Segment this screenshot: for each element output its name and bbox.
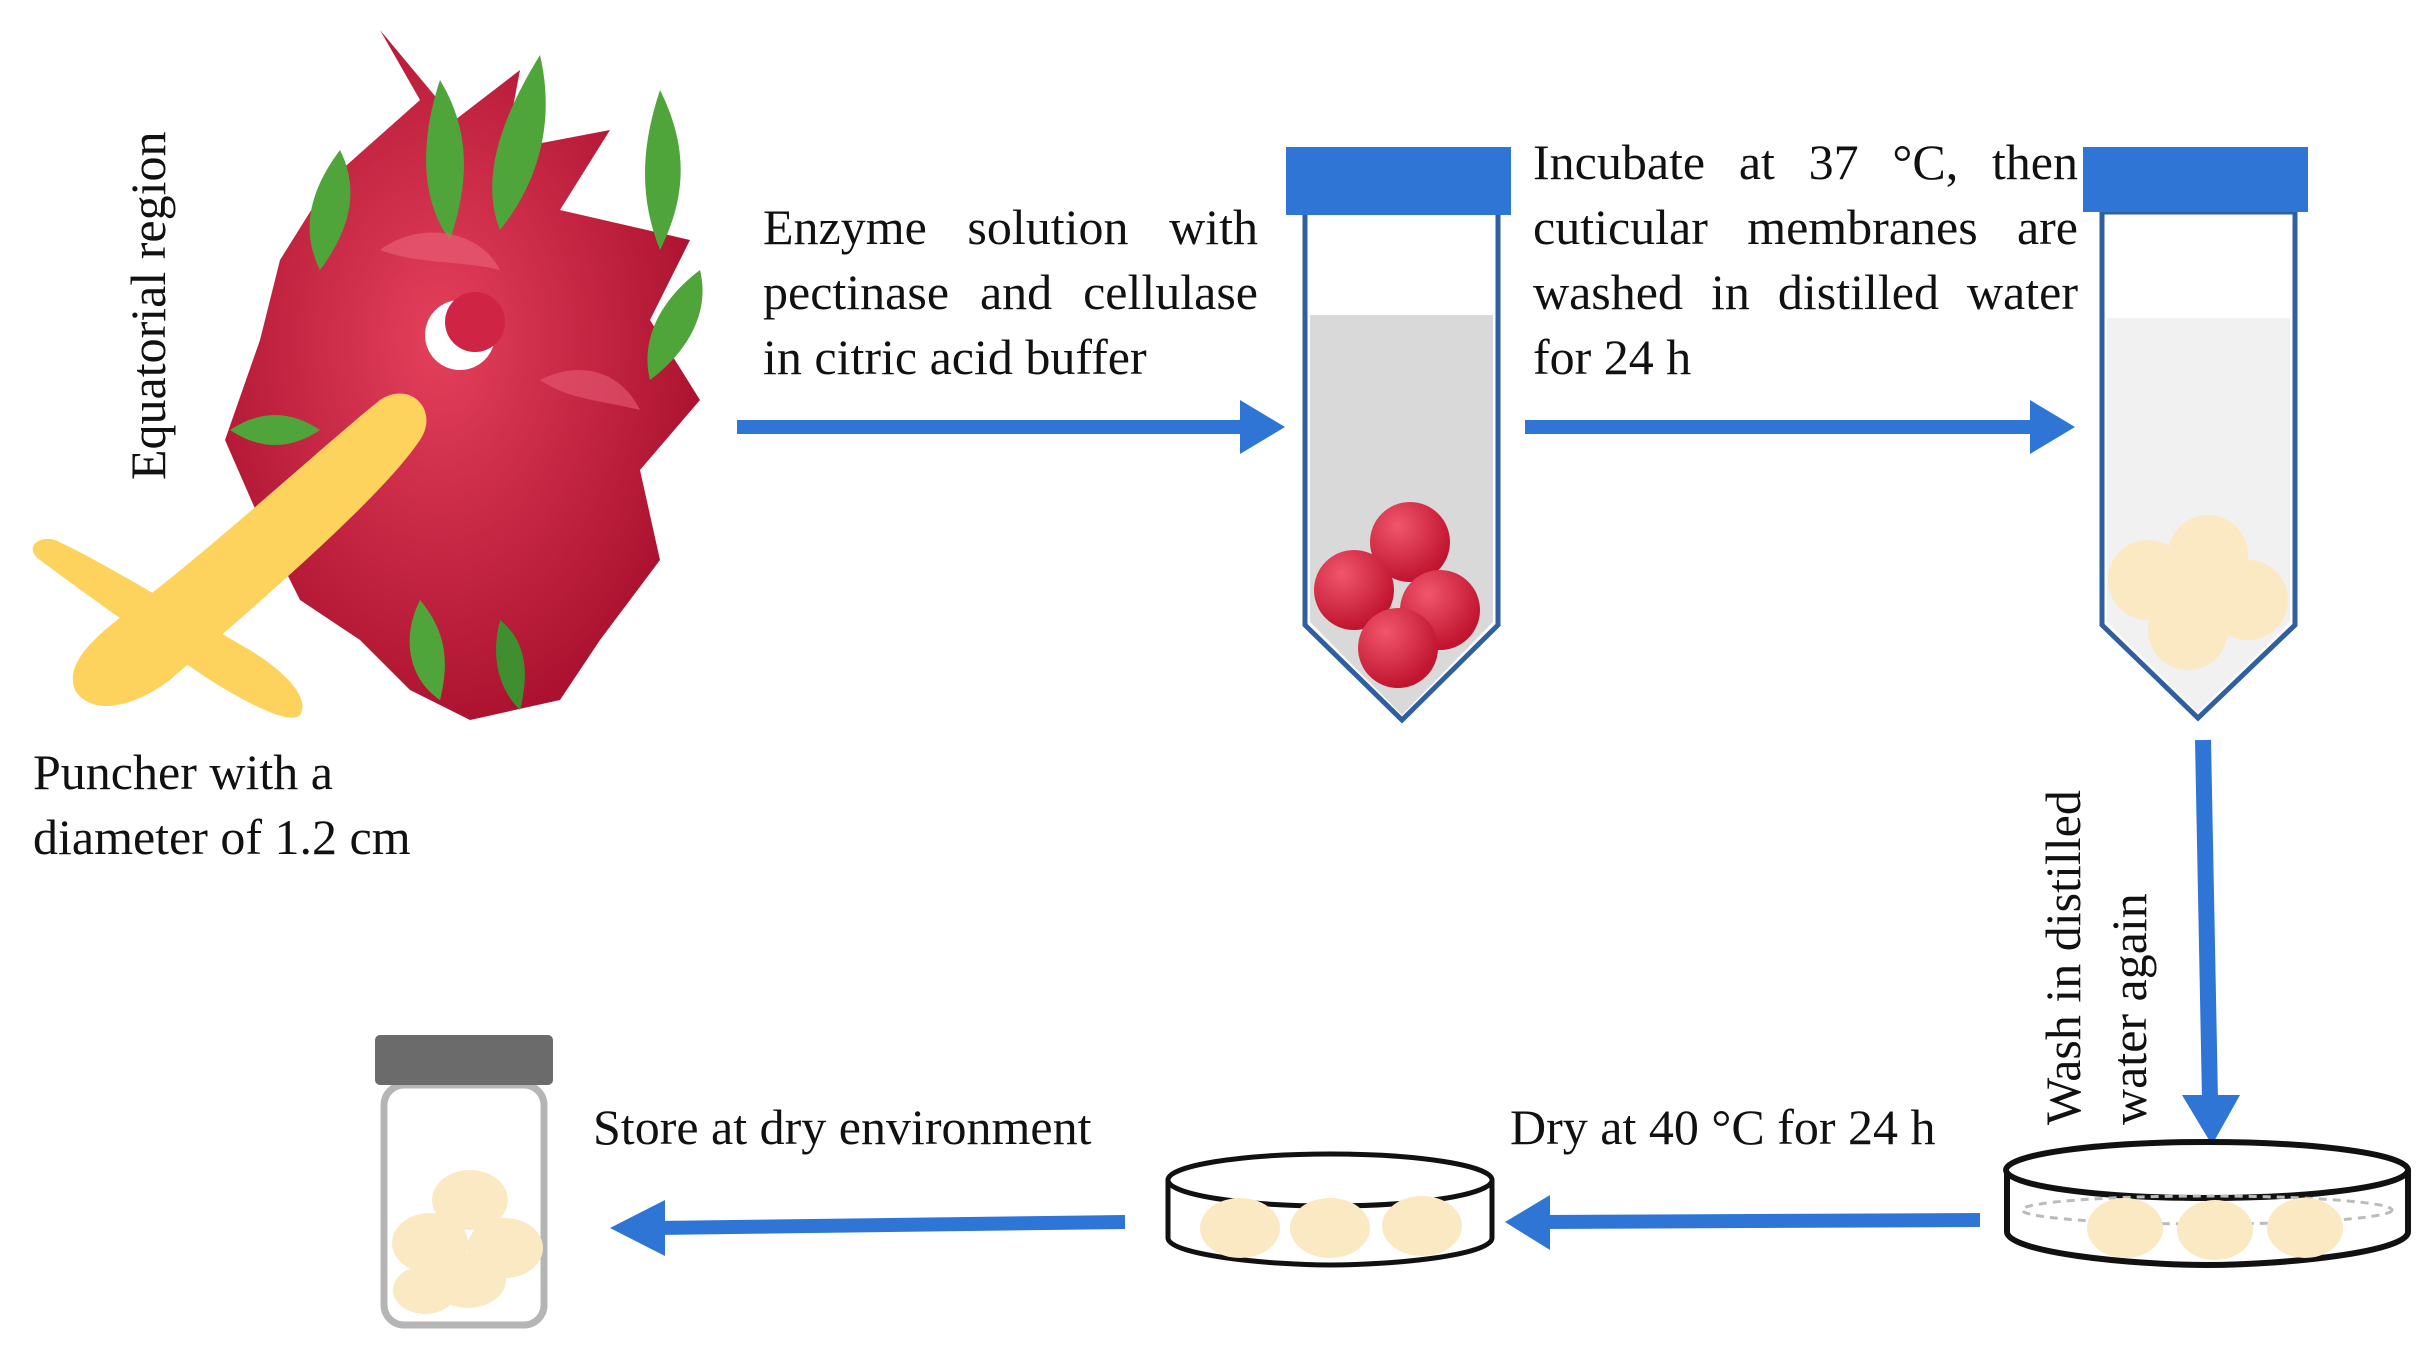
sample-disc xyxy=(1314,550,1394,630)
sample-disc xyxy=(1358,608,1438,688)
arrow-to-wash-tube xyxy=(1525,400,2075,454)
store-label: Store at dry environment xyxy=(593,1099,1092,1155)
petri-dish-icon xyxy=(1165,1151,1495,1268)
puncher-label: Puncher with a diameter of 1.2 cm xyxy=(33,744,411,865)
centrifuge-tube-icon xyxy=(2083,147,2308,722)
sample-disc xyxy=(1370,502,1450,582)
arrow-to-storage-jar xyxy=(610,1200,1126,1256)
arrow-down-to-dish xyxy=(2182,739,2240,1145)
wash-again-label: Wash in distilled water again xyxy=(2035,790,2157,1125)
puncher-icon xyxy=(32,393,427,718)
arrow-to-dry-dish xyxy=(1505,1195,1981,1250)
dragon-fruit-icon xyxy=(225,30,703,720)
membrane-disc xyxy=(2148,590,2228,670)
dry-label: Dry at 40 °C for 24 h xyxy=(1510,1099,1936,1155)
incubate-label: Incubate at 37 °C, then cuticular membra… xyxy=(1533,134,2078,385)
membrane-disc xyxy=(2208,560,2288,640)
storage-jar-icon xyxy=(375,1035,553,1329)
equatorial-region-label: Equatorial region xyxy=(120,131,176,481)
arrow-to-enzyme-tube xyxy=(737,400,1285,454)
centrifuge-tube-icon xyxy=(1286,147,1511,724)
enzyme-solution-label: Enzyme solution with pectinase and cellu… xyxy=(763,199,1258,385)
petri-dish-icon xyxy=(2003,1139,2411,1269)
